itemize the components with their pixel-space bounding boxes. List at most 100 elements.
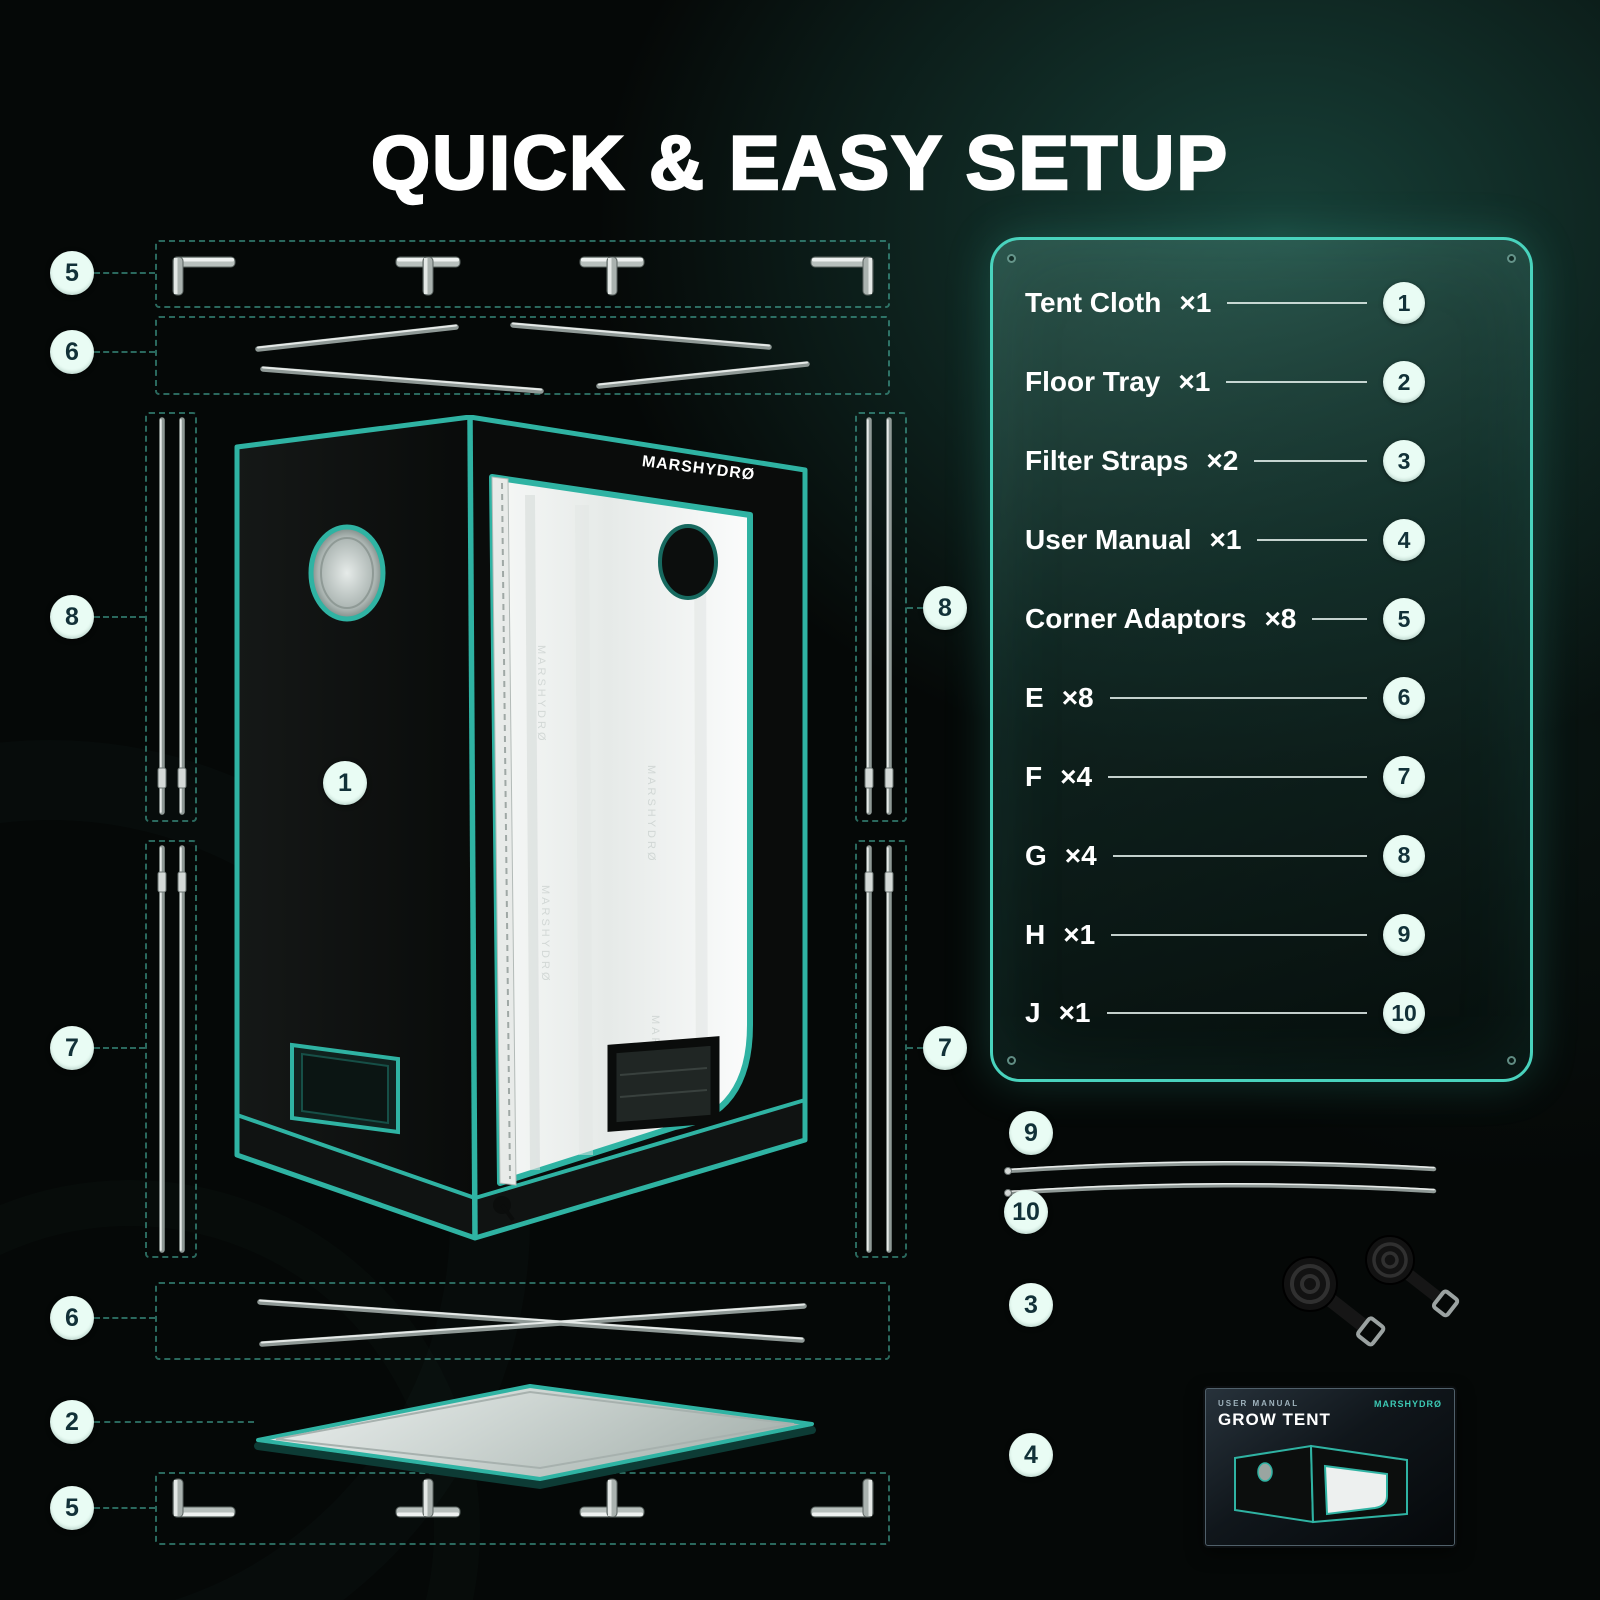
group-box-left-upper-poles bbox=[145, 412, 197, 822]
part-number-badge: 10 bbox=[1383, 992, 1425, 1035]
tent-mesh-vent bbox=[607, 1036, 720, 1132]
label-badge-top-corners: 5 bbox=[50, 251, 94, 295]
user-manual-cover: USER MANUAL GROW TENT MARSHYDRØ bbox=[1205, 1388, 1455, 1546]
group-box-right-lower-poles bbox=[855, 840, 907, 1258]
connector-dash bbox=[94, 1047, 145, 1049]
label-badge-floor-tray: 2 bbox=[50, 1400, 94, 1444]
part-connector-line bbox=[1106, 1012, 1367, 1015]
part-label: E bbox=[1025, 681, 1044, 713]
part-connector-line bbox=[1109, 696, 1367, 699]
connector-dash bbox=[94, 272, 155, 274]
door-watermark: MARSHYDRØ bbox=[645, 765, 657, 864]
label-badge-left-lower: 7 bbox=[50, 1026, 94, 1070]
label-badge-top-poles: 6 bbox=[50, 330, 94, 374]
part-number-badge: 4 bbox=[1383, 519, 1425, 562]
part-number-badge: 1 bbox=[1383, 282, 1425, 325]
parts-row-j: J ×1 10 bbox=[1025, 992, 1425, 1035]
part-label: F bbox=[1025, 760, 1043, 792]
part-label: J bbox=[1025, 997, 1041, 1029]
connector-dash bbox=[94, 616, 145, 618]
part-label: G bbox=[1025, 839, 1047, 871]
part-connector-line bbox=[1254, 460, 1367, 463]
part-number-badge: 3 bbox=[1383, 440, 1425, 483]
connector-dash bbox=[907, 607, 923, 609]
group-box-top-corner-adaptors bbox=[155, 240, 890, 308]
part-connector-line bbox=[1257, 539, 1367, 542]
part-qty: ×8 bbox=[1264, 603, 1297, 634]
manual-tent-image bbox=[1234, 1444, 1408, 1524]
part-connector-line bbox=[1226, 381, 1367, 384]
panel-corner-dot bbox=[1507, 254, 1516, 263]
part-number-badge: 6 bbox=[1383, 676, 1425, 719]
part-connector-line bbox=[1312, 618, 1367, 620]
part-label: H bbox=[1025, 918, 1046, 950]
filter-straps bbox=[1282, 1235, 1460, 1347]
part-qty: ×8 bbox=[1061, 681, 1094, 713]
panel-corner-dot bbox=[1007, 254, 1016, 263]
parts-row-h: H ×1 9 bbox=[1025, 913, 1425, 956]
label-badge-bottom-corners: 5 bbox=[50, 1486, 94, 1530]
parts-row-user-manual: User Manual ×1 4 bbox=[1025, 519, 1425, 562]
parts-row-e: E ×8 6 bbox=[1025, 676, 1425, 719]
panel-corner-dot bbox=[1007, 1056, 1016, 1065]
group-box-left-lower-poles bbox=[145, 840, 197, 1258]
panel-corner-dot bbox=[1507, 1056, 1516, 1065]
page-title: QUICK & EASY SETUP bbox=[370, 120, 1230, 207]
part-connector-line bbox=[1112, 854, 1367, 857]
parts-list-panel: Tent Cloth ×1 1 Floor Tray ×1 2 Filter S… bbox=[990, 237, 1533, 1082]
group-box-right-upper-poles bbox=[855, 412, 907, 822]
part-label: User Manual bbox=[1025, 524, 1192, 556]
label-badge-pole-j: 10 bbox=[1004, 1190, 1048, 1234]
parts-row-tent-cloth: Tent Cloth ×1 1 bbox=[1025, 282, 1425, 325]
connector-dash bbox=[94, 1421, 254, 1423]
label-badge-bottom-poles: 6 bbox=[50, 1296, 94, 1340]
part-qty: ×1 bbox=[1178, 366, 1211, 398]
door-watermark: MARSHYDRØ bbox=[535, 645, 547, 744]
support-bars bbox=[1004, 1160, 1437, 1197]
part-qty: ×1 bbox=[1063, 918, 1096, 950]
connector-dash bbox=[94, 1507, 155, 1509]
part-label: Filter Straps bbox=[1025, 445, 1189, 477]
manual-title: GROW TENT bbox=[1218, 1410, 1331, 1429]
parts-row-floor-tray: Floor Tray ×1 2 bbox=[1025, 361, 1425, 404]
label-badge-straps: 3 bbox=[1009, 1283, 1053, 1327]
door-vent-hole bbox=[658, 524, 718, 600]
part-number-badge: 2 bbox=[1383, 361, 1425, 404]
group-box-top-poles bbox=[155, 316, 890, 395]
parts-row-filter-straps: Filter Straps ×2 3 bbox=[1025, 440, 1425, 483]
part-label: Tent Cloth bbox=[1025, 287, 1162, 319]
part-qty: ×1 bbox=[1209, 524, 1242, 556]
parts-row-corner-adaptors: Corner Adaptors ×8 5 bbox=[1025, 598, 1425, 640]
parts-row-f: F ×4 7 bbox=[1025, 755, 1425, 798]
label-badge-pole-h: 9 bbox=[1009, 1111, 1053, 1155]
part-label: Corner Adaptors bbox=[1025, 603, 1247, 634]
part-qty: ×1 bbox=[1179, 287, 1212, 319]
parts-list: Tent Cloth ×1 1 Floor Tray ×1 2 Filter S… bbox=[1025, 264, 1425, 1053]
part-number-badge: 9 bbox=[1383, 913, 1425, 956]
tent-lower-window bbox=[290, 1042, 400, 1135]
part-connector-line bbox=[1227, 302, 1367, 305]
parts-row-g: G ×4 8 bbox=[1025, 834, 1425, 877]
part-qty: ×4 bbox=[1064, 839, 1097, 871]
label-badge-left-upper: 8 bbox=[50, 595, 94, 639]
floor-tray bbox=[254, 1384, 816, 1490]
label-badge-tent-cloth: 1 bbox=[323, 761, 367, 805]
label-badge-right-upper: 8 bbox=[923, 586, 967, 630]
part-number-badge: 8 bbox=[1383, 834, 1425, 877]
part-qty: ×2 bbox=[1206, 445, 1239, 477]
part-connector-line bbox=[1108, 775, 1367, 778]
part-qty: ×4 bbox=[1060, 760, 1093, 792]
connector-dash bbox=[907, 1047, 923, 1049]
part-number-badge: 5 bbox=[1383, 598, 1425, 640]
door-watermark: MARSHYDRØ bbox=[539, 885, 551, 984]
part-number-badge: 7 bbox=[1383, 755, 1425, 798]
manual-eyebrow: USER MANUAL bbox=[1218, 1399, 1300, 1408]
part-label: Floor Tray bbox=[1025, 366, 1161, 398]
group-box-bottom-corner-adaptors bbox=[155, 1472, 890, 1545]
label-badge-manual: 4 bbox=[1009, 1433, 1053, 1477]
tent-illustration: MARSHYDRØ MARSHYDRØ MARSHYDRØ MARSHYDRØ … bbox=[234, 415, 808, 1241]
part-connector-line bbox=[1111, 933, 1367, 936]
connector-dash bbox=[94, 351, 155, 353]
label-badge-right-lower: 7 bbox=[923, 1026, 967, 1070]
